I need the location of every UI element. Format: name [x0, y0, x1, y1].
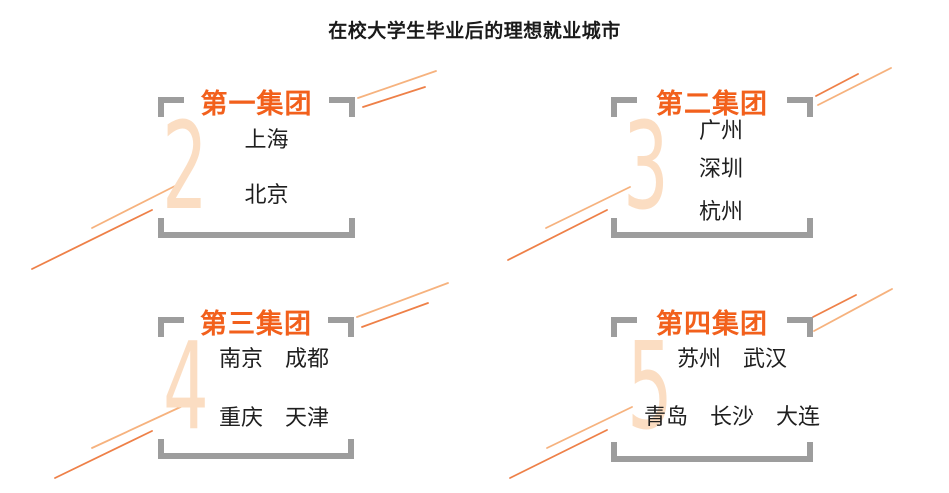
group-title: 第四集团 [656, 309, 768, 339]
city-row: 上海 [244, 127, 289, 152]
city-row: 北京 [244, 182, 289, 207]
frame-corner-top-left-icon [158, 317, 184, 337]
frame-corner-top-right-icon [787, 97, 813, 117]
city-row: 杭州 [698, 199, 743, 224]
page-title: 在校大学生毕业后的理想就业城市 [328, 21, 621, 42]
frame-bottom-bracket [158, 439, 354, 459]
group-panel-1: 2 第一集团 上海 北京 [158, 89, 355, 238]
diagonal-line [361, 302, 429, 328]
frame-corner-top-right-icon [328, 317, 354, 337]
group-title: 第一集团 [200, 89, 313, 119]
city-row: 深圳 [698, 156, 743, 181]
rank-number: 2 [162, 98, 208, 237]
frame-corner-top-left-icon [158, 97, 184, 117]
diagonal-line [812, 294, 857, 318]
diagonal-line [509, 429, 608, 479]
diagonal-line [54, 430, 153, 479]
group-panel-2: 3 第二集团 广州 深圳 杭州 [611, 89, 813, 238]
city-row: 苏州 武汉 [676, 346, 787, 371]
frame-bottom-bracket [611, 218, 813, 238]
frame-corner-top-left-icon [611, 317, 637, 337]
diagonal-line [817, 67, 892, 106]
city-row: 青岛 长沙 大连 [643, 404, 820, 429]
city-row: 广州 [698, 118, 743, 143]
frame-bottom-bracket [611, 442, 813, 462]
frame-corner-top-right-icon [787, 317, 813, 337]
frame-corner-top-right-icon [329, 97, 355, 117]
city-row: 重庆 天津 [218, 405, 329, 430]
diagonal-line [357, 70, 437, 99]
frame-corner-top-left-icon [611, 97, 637, 117]
group-panel-3: 4 第三集团 南京 成都 重庆 天津 [158, 309, 354, 459]
diagonal-line [813, 288, 893, 332]
group-title: 第三集团 [200, 309, 312, 339]
group-panel-4: 5 第四集团 苏州 武汉 青岛 长沙 大连 [611, 309, 820, 462]
diagonal-line [31, 209, 153, 270]
city-row: 南京 成都 [218, 346, 329, 371]
diagonal-line [362, 86, 426, 108]
diagonal-line [507, 209, 608, 261]
diagonal-line [815, 73, 859, 97]
frame-bottom-bracket [158, 218, 355, 238]
diagonal-line [356, 282, 449, 318]
group-title: 第二集团 [656, 89, 768, 119]
